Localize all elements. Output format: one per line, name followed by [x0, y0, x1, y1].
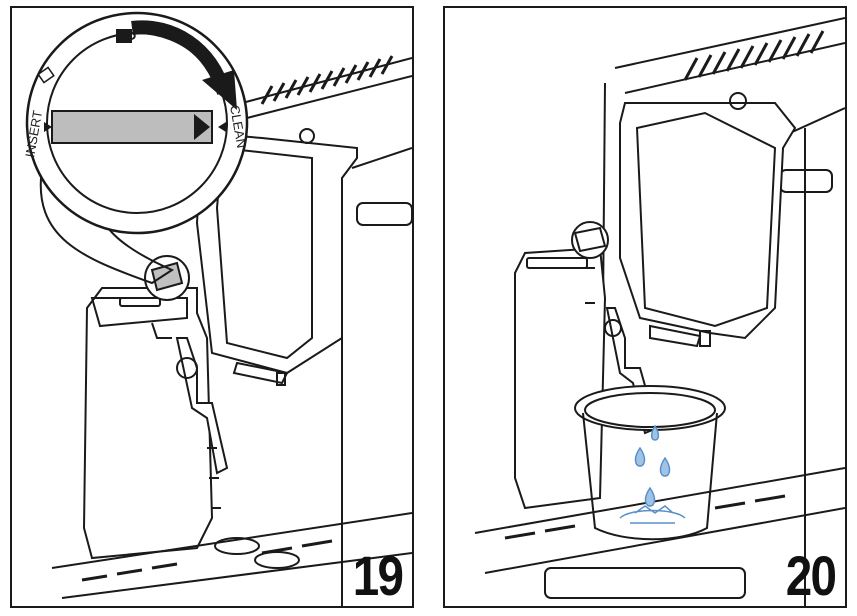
- figure-20-illustration: [474, 17, 845, 606]
- water-drops: [634, 424, 671, 507]
- brand-badge: [356, 202, 412, 226]
- drip-tray-grille: [504, 494, 786, 540]
- cup-icon: [37, 66, 55, 84]
- top-grille: [683, 30, 825, 81]
- dial-indicator-bar: [51, 110, 213, 144]
- water-splash: [619, 505, 686, 524]
- figure-step-19: INSERT CLEAN 19: [10, 6, 414, 608]
- indicator-triangle: [194, 114, 210, 140]
- figure-step-20: 20: [443, 6, 847, 608]
- step-number: 20: [785, 544, 836, 607]
- dial-right-label: CLEAN: [227, 104, 249, 149]
- figure-19-illustration: INSERT CLEAN: [22, 11, 412, 606]
- step-number: 19: [352, 544, 403, 607]
- cup-icon: [116, 29, 136, 43]
- water-container: [574, 385, 726, 541]
- top-grille: [260, 55, 394, 105]
